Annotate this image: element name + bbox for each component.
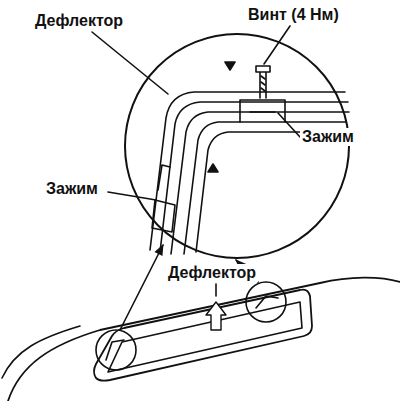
part-label: Зажим — [300, 128, 356, 146]
part-label: Винт (4 Нм) — [246, 6, 341, 24]
part-label: Дефлектор — [166, 264, 258, 282]
part-label: Зажим — [44, 180, 100, 198]
part-label: Дефлектор — [33, 12, 125, 30]
